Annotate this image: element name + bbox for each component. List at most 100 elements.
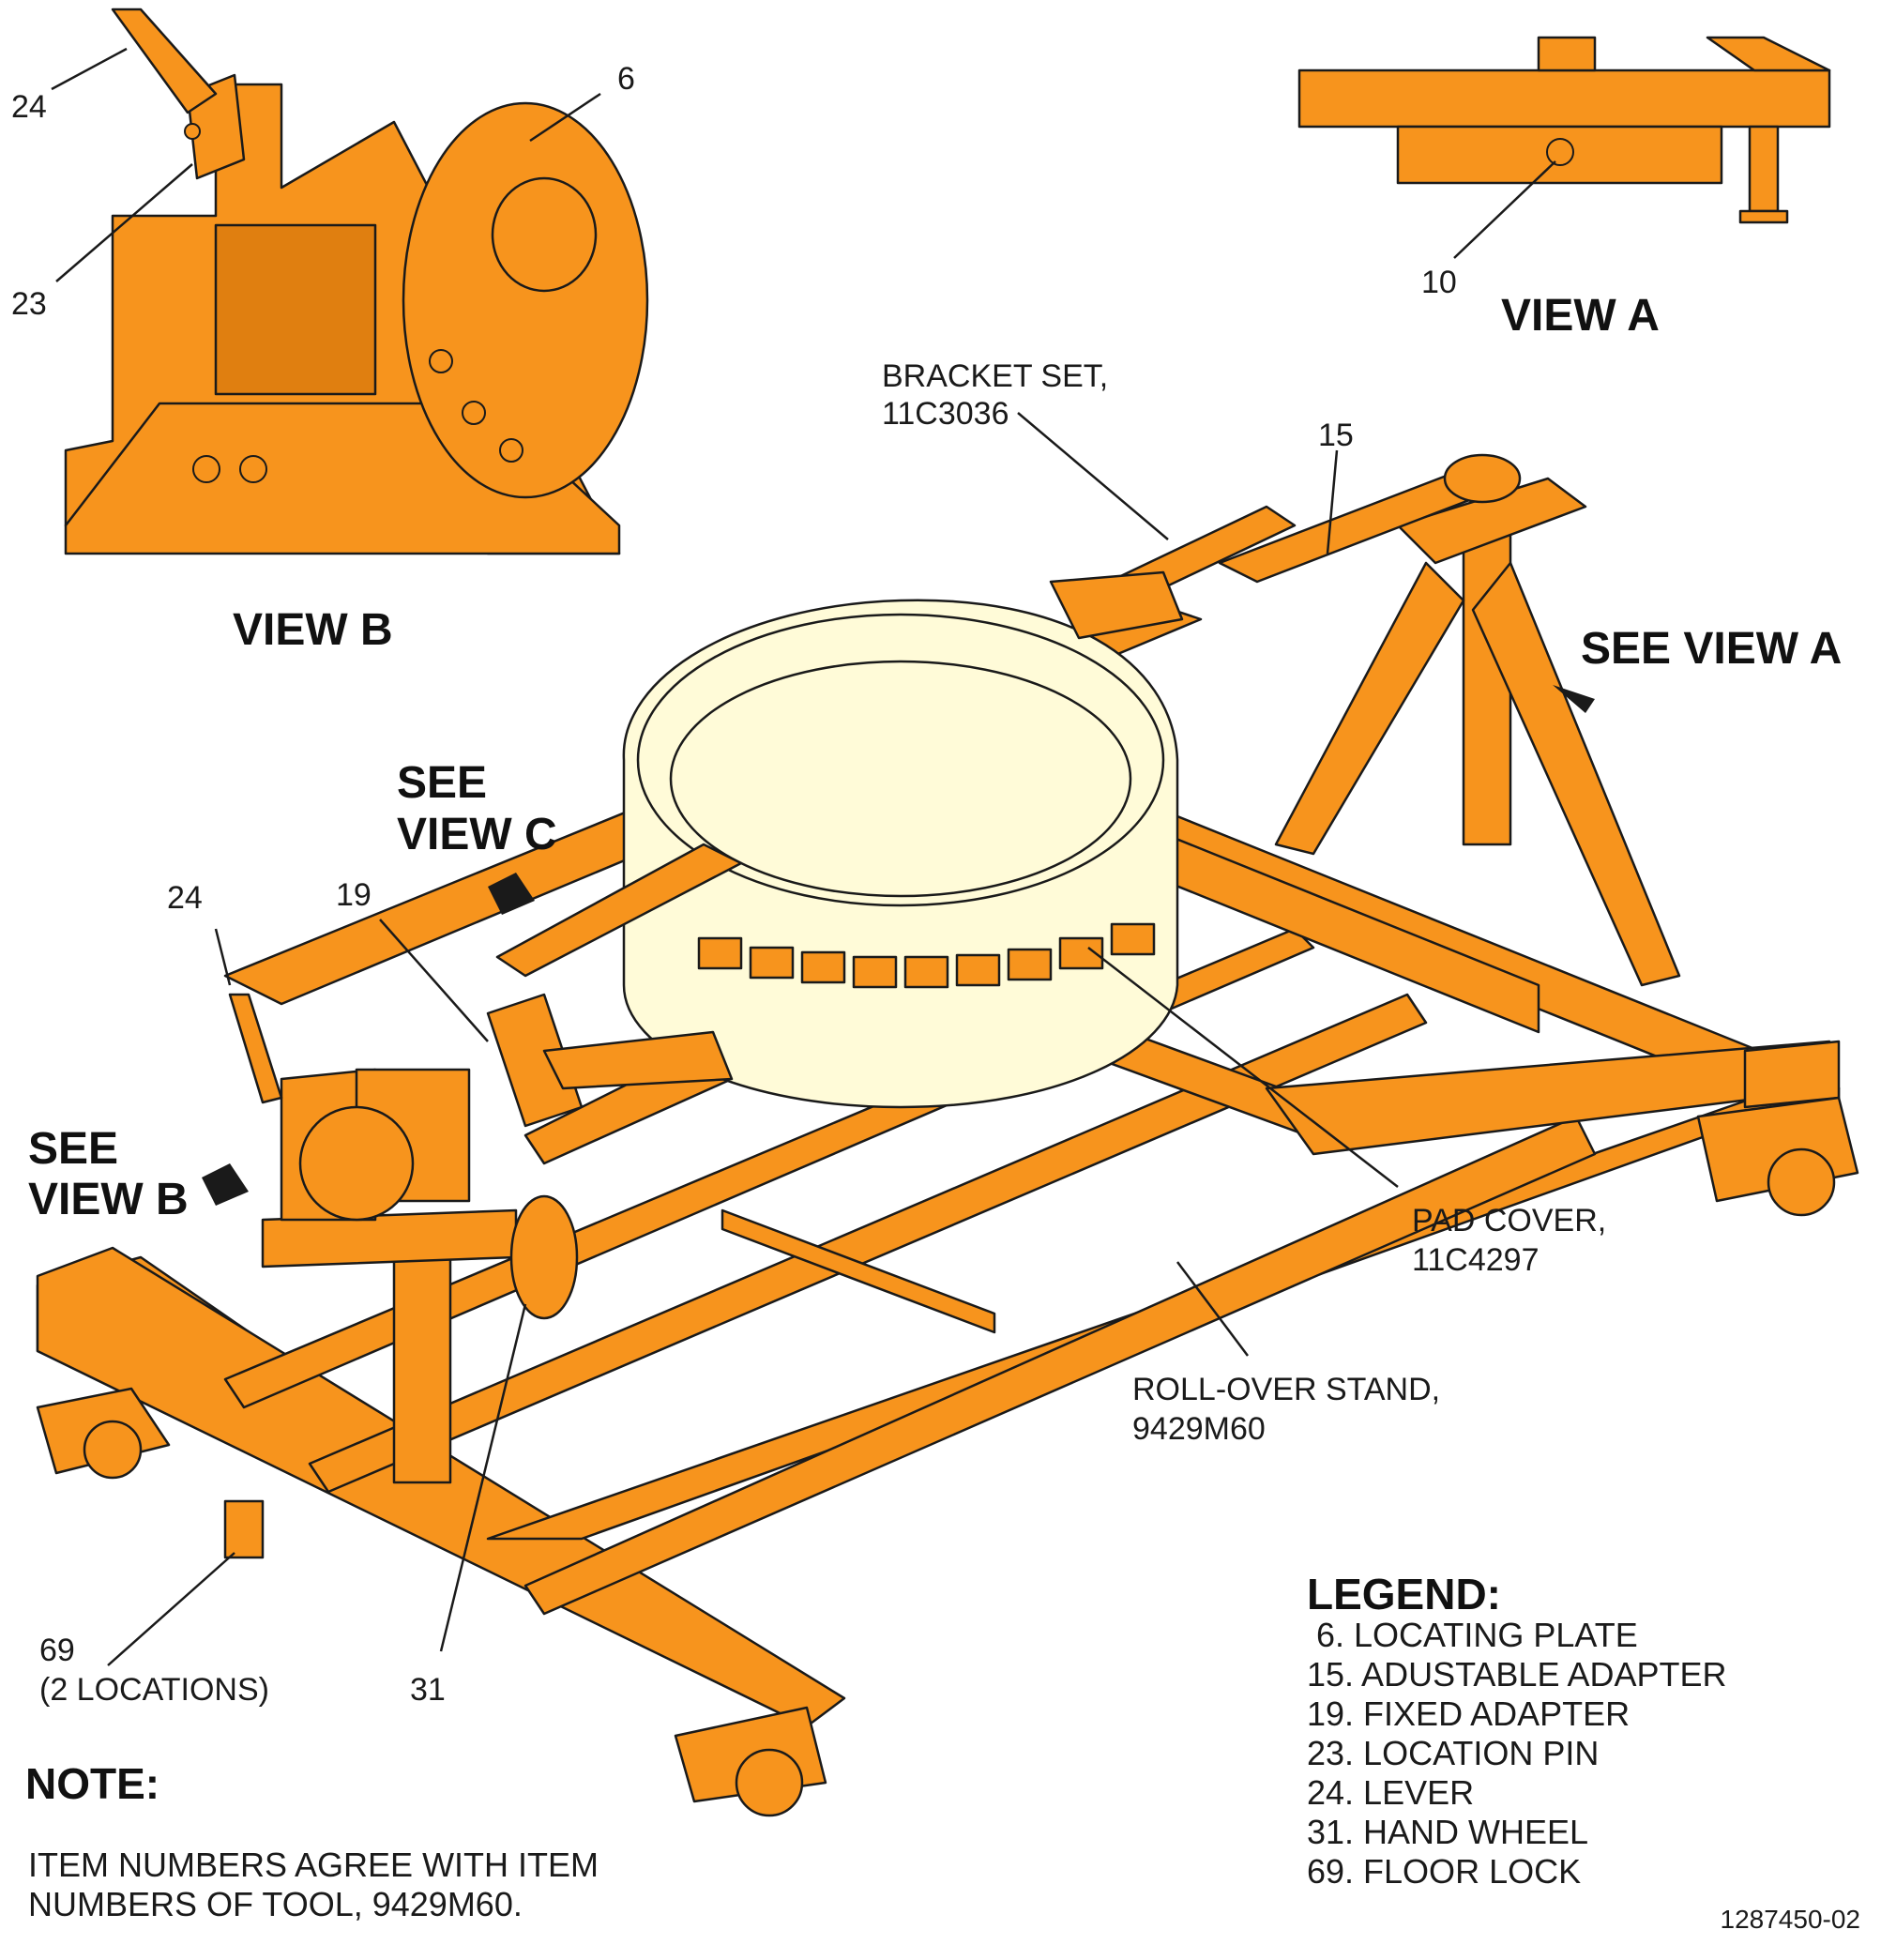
note-line-1: ITEM NUMBERS AGREE WITH ITEM	[28, 1846, 599, 1884]
view-a-floor-lock	[1748, 125, 1780, 213]
view-b-column	[214, 223, 377, 396]
ring-pad	[1007, 948, 1053, 981]
view-a-adjust-screw	[1546, 138, 1574, 166]
legend-item-24: 24. LEVER	[1307, 1773, 1474, 1812]
locating-plate-hub	[491, 176, 598, 293]
leader-m19	[379, 919, 489, 1042]
rear-long-rail	[523, 1115, 1597, 1616]
view-a-upright-center	[1537, 36, 1597, 72]
see-view-c-label-line2: VIEW C	[397, 810, 557, 859]
view-b-hole-1	[429, 349, 453, 373]
leader-c69	[107, 1552, 235, 1666]
callout-a10: 10	[1421, 265, 1457, 300]
drawing-number: 1287450-02	[1721, 1905, 1860, 1934]
ring-pad-row	[697, 922, 1156, 989]
ring-pad	[903, 955, 949, 989]
callout-bracket-set-line2: 11C3036	[882, 396, 1009, 432]
center-rail-2	[308, 993, 1428, 1494]
see-view-c-label-line1: SEE	[397, 758, 487, 808]
legend-item-19: 19. FIXED ADAPTER	[1307, 1694, 1630, 1733]
left-caster-wheel	[83, 1420, 143, 1480]
callout-c69-line2: (2 LOCATIONS)	[39, 1672, 269, 1708]
callout-c69-line1: 69	[39, 1633, 75, 1668]
view-b-bolt-2	[239, 455, 267, 483]
right-brace-left	[1274, 561, 1465, 856]
bracket-gusset-right	[1049, 570, 1184, 640]
gearbox-wheel	[298, 1105, 415, 1222]
callout-m24: 24	[167, 880, 203, 916]
view-a-label: VIEW A	[1501, 291, 1660, 341]
locating-plate-disc	[402, 101, 649, 499]
leader-b6	[529, 92, 601, 143]
right-caster-wheel	[1767, 1147, 1836, 1217]
ring-pad	[1110, 922, 1156, 956]
leader-lines	[51, 47, 1556, 1666]
legend-item-69: 69. FLOOR LOCK	[1307, 1852, 1581, 1891]
ring-pad	[749, 946, 795, 980]
front-caster-wheel	[735, 1748, 804, 1817]
view-a-beam	[1297, 68, 1831, 129]
callout-b6: 6	[617, 61, 635, 97]
see-view-c-arrow	[488, 873, 535, 915]
view-b-hole-2	[462, 401, 486, 425]
ring-pad	[1058, 936, 1104, 970]
callout-c15: 15	[1318, 418, 1354, 453]
view-b-hole-3	[499, 438, 523, 463]
leader-c31	[439, 1303, 527, 1652]
ring-pad	[852, 955, 898, 989]
ring-pad	[955, 953, 1001, 987]
callout-rollover-line1: ROLL-OVER STAND,	[1132, 1372, 1440, 1407]
leader-a10	[1453, 160, 1556, 259]
bracket-gusset-left	[542, 1030, 734, 1090]
ring-pad	[697, 936, 743, 970]
callout-bracket-set-line1: BRACKET SET,	[882, 358, 1108, 394]
see-view-a-arrow	[1553, 685, 1595, 727]
note-title: NOTE:	[25, 1759, 159, 1808]
callout-m19: 19	[336, 877, 372, 913]
view-arrows	[202, 685, 1595, 1206]
legend-item-31: 31. HAND WHEEL	[1307, 1813, 1588, 1851]
view-a-inset	[1297, 36, 1831, 224]
ring-pad	[800, 950, 846, 984]
callout-c31: 31	[410, 1672, 446, 1708]
floor-lock	[223, 1499, 265, 1559]
see-view-b-arrow	[202, 1163, 249, 1206]
view-b-lever	[111, 8, 218, 114]
leader-pad-cover	[1087, 947, 1399, 1188]
legend-item-23: 23. LOCATION PIN	[1307, 1734, 1599, 1772]
right-end-block	[1743, 1040, 1841, 1109]
view-b-inset	[64, 8, 649, 555]
callout-b23: 23	[11, 286, 47, 322]
note-line-2: NUMBERS OF TOOL, 9429M60.	[28, 1885, 523, 1923]
see-view-b-label-line2: VIEW B	[28, 1175, 189, 1224]
leader-bracket-set	[1017, 412, 1169, 540]
view-b-label: VIEW B	[233, 605, 393, 655]
hand-lever	[228, 993, 283, 1104]
pad-cover-ring	[495, 505, 1297, 1109]
legend-item-6: 6. LOCATING PLATE	[1307, 1616, 1638, 1654]
see-view-a-label: SEE VIEW A	[1581, 624, 1842, 674]
leader-c15	[1326, 449, 1339, 555]
spacer-plate	[721, 1208, 996, 1334]
note-block: NOTE: ITEM NUMBERS AGREE WITH ITEM NUMBE…	[25, 1759, 599, 1923]
adjustable-adapter-housing	[1443, 453, 1522, 504]
view-b-bolt-1	[192, 455, 220, 483]
callout-pad-cover-line1: PAD COVER,	[1412, 1203, 1606, 1238]
legend: LEGEND: 6. LOCATING PLATE 15. ADUSTABLE …	[1307, 1570, 1727, 1891]
callout-rollover-line2: 9429M60	[1132, 1411, 1266, 1447]
callout-b24: 24	[11, 89, 47, 125]
view-a-upright-right	[1706, 36, 1831, 72]
view-a-floor-lock-foot	[1738, 209, 1789, 224]
see-view-b-label-line1: SEE	[28, 1124, 118, 1174]
front-left-rail-top	[36, 1246, 846, 1728]
location-pin-head	[184, 123, 201, 140]
legend-item-15: 15. ADUSTABLE ADAPTER	[1307, 1655, 1727, 1694]
right-diagonal-brace	[1471, 561, 1681, 987]
leader-b23	[55, 163, 193, 282]
leader-rollover	[1176, 1261, 1249, 1357]
ring-inner-opening	[669, 660, 1132, 898]
leader-m24	[214, 928, 232, 986]
hand-wheel	[509, 1194, 579, 1320]
callout-pad-cover-line2: 11C4297	[1412, 1242, 1540, 1278]
